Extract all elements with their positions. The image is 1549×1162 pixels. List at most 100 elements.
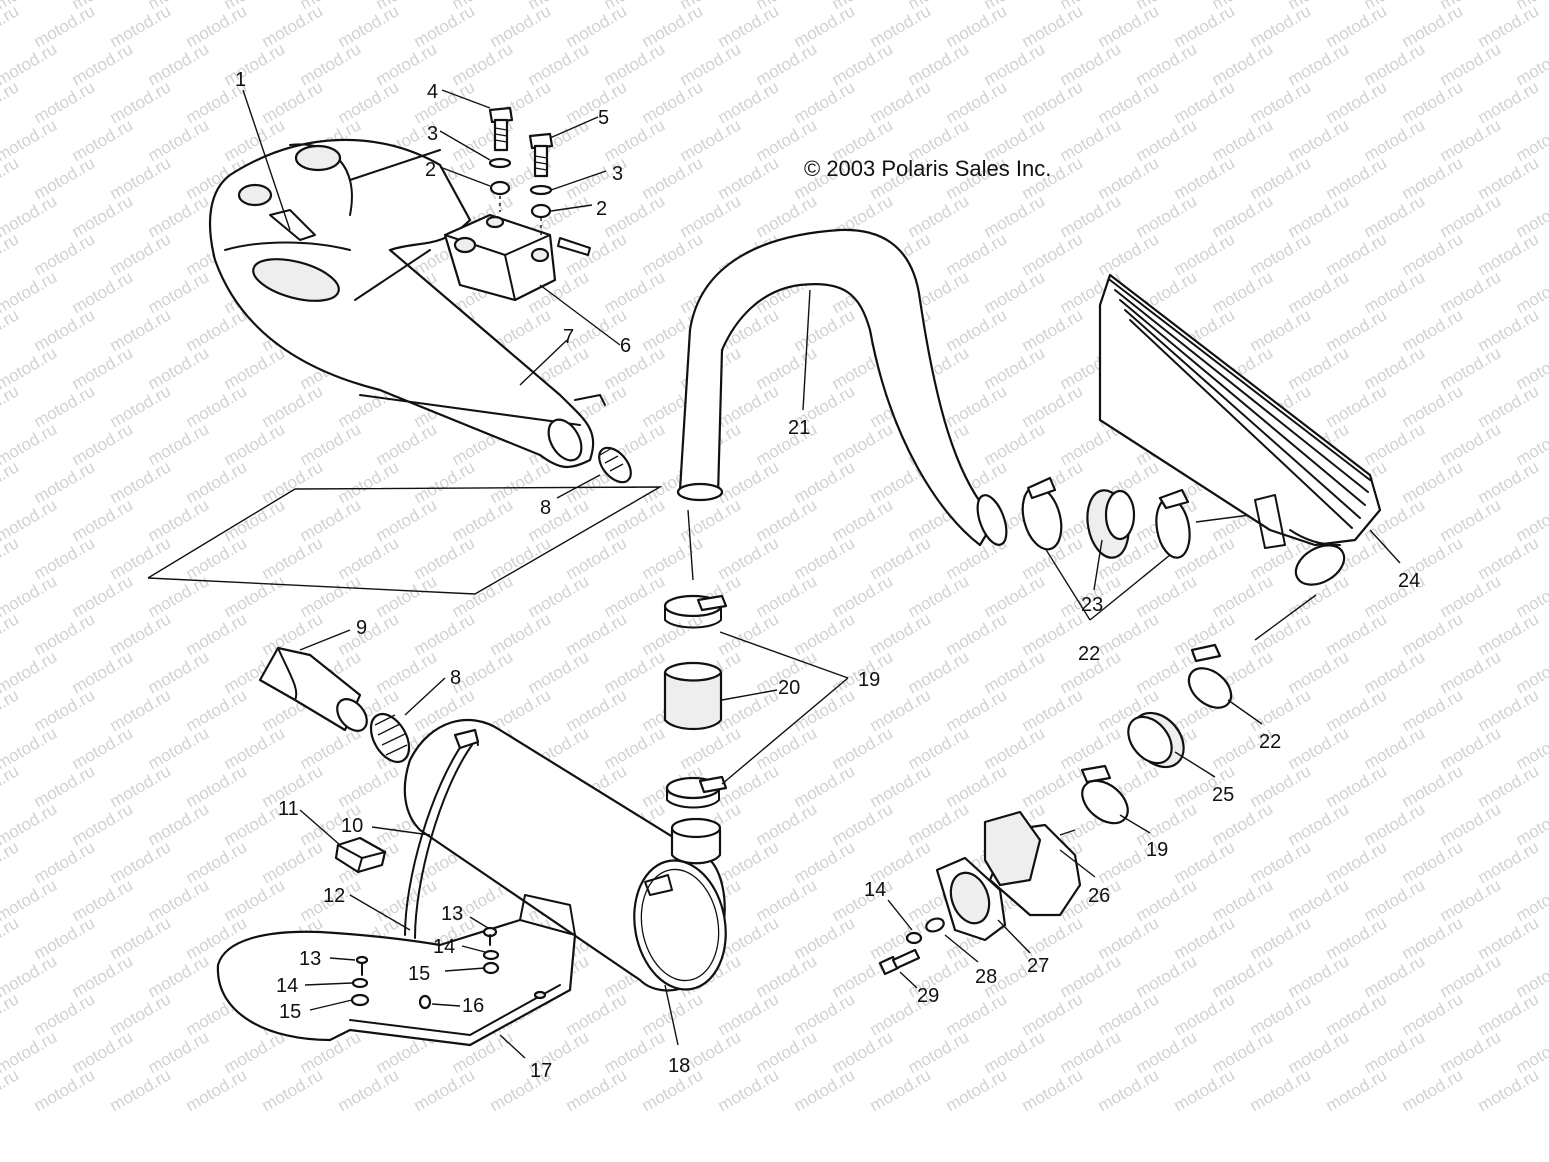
watermark-text: motod.ru	[1475, 381, 1543, 431]
watermark-text: motod.ru	[715, 1, 783, 51]
watermark-text: motod.ru	[1437, 343, 1505, 393]
watermark-text: motod.ru	[943, 229, 1011, 279]
watermark-text: motod.ru	[373, 647, 441, 697]
watermark-text: motod.ru	[1057, 951, 1125, 1001]
watermark-text: motod.ru	[145, 495, 213, 545]
watermark-text: motod.ru	[1361, 799, 1429, 849]
callout-13: 13	[299, 948, 321, 970]
watermark-text: motod.ru	[449, 495, 517, 545]
watermark-text: motod.ru	[1019, 761, 1087, 811]
watermark-text: motod.ru	[867, 533, 935, 583]
watermark-text: motod.ru	[411, 77, 479, 127]
watermark-text: motod.ru	[943, 989, 1011, 1039]
watermark-text: motod.ru	[69, 191, 137, 241]
watermark-text: motod.ru	[1133, 39, 1201, 89]
watermark-text: motod.ru	[829, 799, 897, 849]
watermark-text: motod.ru	[1019, 305, 1087, 355]
watermark-text: motod.ru	[1323, 837, 1391, 887]
watermark-text: motod.ru	[563, 533, 631, 583]
watermark-text: motod.ru	[601, 647, 669, 697]
watermark-text: motod.ru	[1019, 77, 1087, 127]
watermark-text: motod.ru	[487, 609, 555, 659]
watermark-text: motod.ru	[1209, 115, 1277, 165]
watermark-text: motod.ru	[563, 685, 631, 735]
coupling-clamps-part	[663, 594, 728, 809]
watermark-text: motod.ru	[259, 1, 327, 51]
callout-28: 28	[975, 966, 997, 988]
watermark-text: motod.ru	[1209, 39, 1277, 89]
water-box-part	[1098, 273, 1382, 586]
watermark-text: motod.ru	[1399, 761, 1467, 811]
watermark-text: motod.ru	[791, 837, 859, 887]
watermark-text: motod.ru	[221, 419, 289, 469]
watermark-text: motod.ru	[1399, 77, 1467, 127]
watermark-text: motod.ru	[297, 495, 365, 545]
watermark-text: motod.ru	[145, 723, 213, 773]
watermark-text: motod.ru	[107, 153, 175, 203]
watermark-text: motod.ru	[981, 723, 1049, 773]
watermark-text: motod.ru	[1133, 647, 1201, 697]
watermark-text: motod.ru	[981, 647, 1049, 697]
exhaust-hose-part	[676, 228, 1008, 547]
watermark-text: motod.ru	[639, 989, 707, 1039]
watermark-text: motod.ru	[107, 761, 175, 811]
watermark-text: motod.ru	[183, 457, 251, 507]
watermark-text: motod.ru	[297, 571, 365, 621]
watermark-text: motod.ru	[1323, 1, 1391, 51]
watermark-text: motod.ru	[1399, 229, 1467, 279]
watermark-text: motod.ru	[487, 1, 555, 51]
watermark-text: motod.ru	[1171, 229, 1239, 279]
watermark-text: motod.ru	[563, 229, 631, 279]
watermark-text: motod.ru	[1437, 419, 1505, 469]
watermark-text: motod.ru	[715, 153, 783, 203]
watermark-text: motod.ru	[1475, 837, 1543, 887]
watermark-text: motod.ru	[69, 343, 137, 393]
watermark-text: motod.ru	[1437, 875, 1505, 925]
watermark-text: motod.ru	[1095, 1, 1163, 51]
callout-21: 21	[788, 417, 810, 439]
watermark-text: motod.ru	[259, 457, 327, 507]
callout-17: 17	[530, 1060, 552, 1082]
watermark-text: motod.ru	[1475, 761, 1543, 811]
watermark-text: motod.ru	[0, 457, 22, 507]
watermark-text: motod.ru	[1475, 685, 1543, 735]
watermark-text: motod.ru	[1285, 343, 1353, 393]
watermark-text: motod.ru	[791, 609, 859, 659]
watermark-text: motod.ru	[905, 191, 973, 241]
watermark-text: motod.ru	[1057, 191, 1125, 241]
watermark-text: motod.ru	[1361, 191, 1429, 241]
watermark-text: motod.ru	[0, 381, 22, 431]
watermark-text: motod.ru	[69, 723, 137, 773]
watermark-text: motod.ru	[107, 989, 175, 1039]
watermark-text: motod.ru	[1209, 875, 1277, 925]
watermark-text: motod.ru	[563, 609, 631, 659]
watermark-text: motod.ru	[107, 381, 175, 431]
watermark-text: motod.ru	[1361, 343, 1429, 393]
watermark-text: motod.ru	[1019, 1, 1087, 51]
watermark-text: motod.ru	[1095, 913, 1163, 963]
watermark-text: motod.ru	[1475, 77, 1543, 127]
watermark-text: motod.ru	[1019, 989, 1087, 1039]
watermark-text: motod.ru	[601, 343, 669, 393]
watermark-text: motod.ru	[1095, 1065, 1163, 1115]
watermark-text: motod.ru	[943, 1, 1011, 51]
watermark-text: motod.ru	[1475, 1, 1543, 51]
watermark-text: motod.ru	[1437, 267, 1505, 317]
callout-14: 14	[864, 879, 886, 901]
watermark-text: motod.ru	[0, 533, 22, 583]
callout-labels: 1 4 3 2 5 3 2 6 7 8 21 9 8 10 11 12 13 1…	[235, 69, 1420, 1082]
watermark-text: motod.ru	[981, 191, 1049, 241]
watermark-text: motod.ru	[943, 761, 1011, 811]
watermark-text: motod.ru	[1399, 837, 1467, 887]
watermark-text: motod.ru	[1095, 153, 1163, 203]
callout-19: 19	[858, 669, 880, 691]
watermark-text: motod.ru	[69, 115, 137, 165]
watermark-text: motod.ru	[1057, 39, 1125, 89]
watermark-text: motod.ru	[69, 799, 137, 849]
mounting-bolts-part	[488, 106, 554, 235]
watermark-text: motod.ru	[0, 77, 22, 127]
watermark-text: motod.ru	[31, 989, 99, 1039]
watermark-text: motod.ru	[1475, 1065, 1543, 1115]
watermark-text: motod.ru	[145, 799, 213, 849]
watermark-text: motod.ru	[1475, 913, 1543, 963]
